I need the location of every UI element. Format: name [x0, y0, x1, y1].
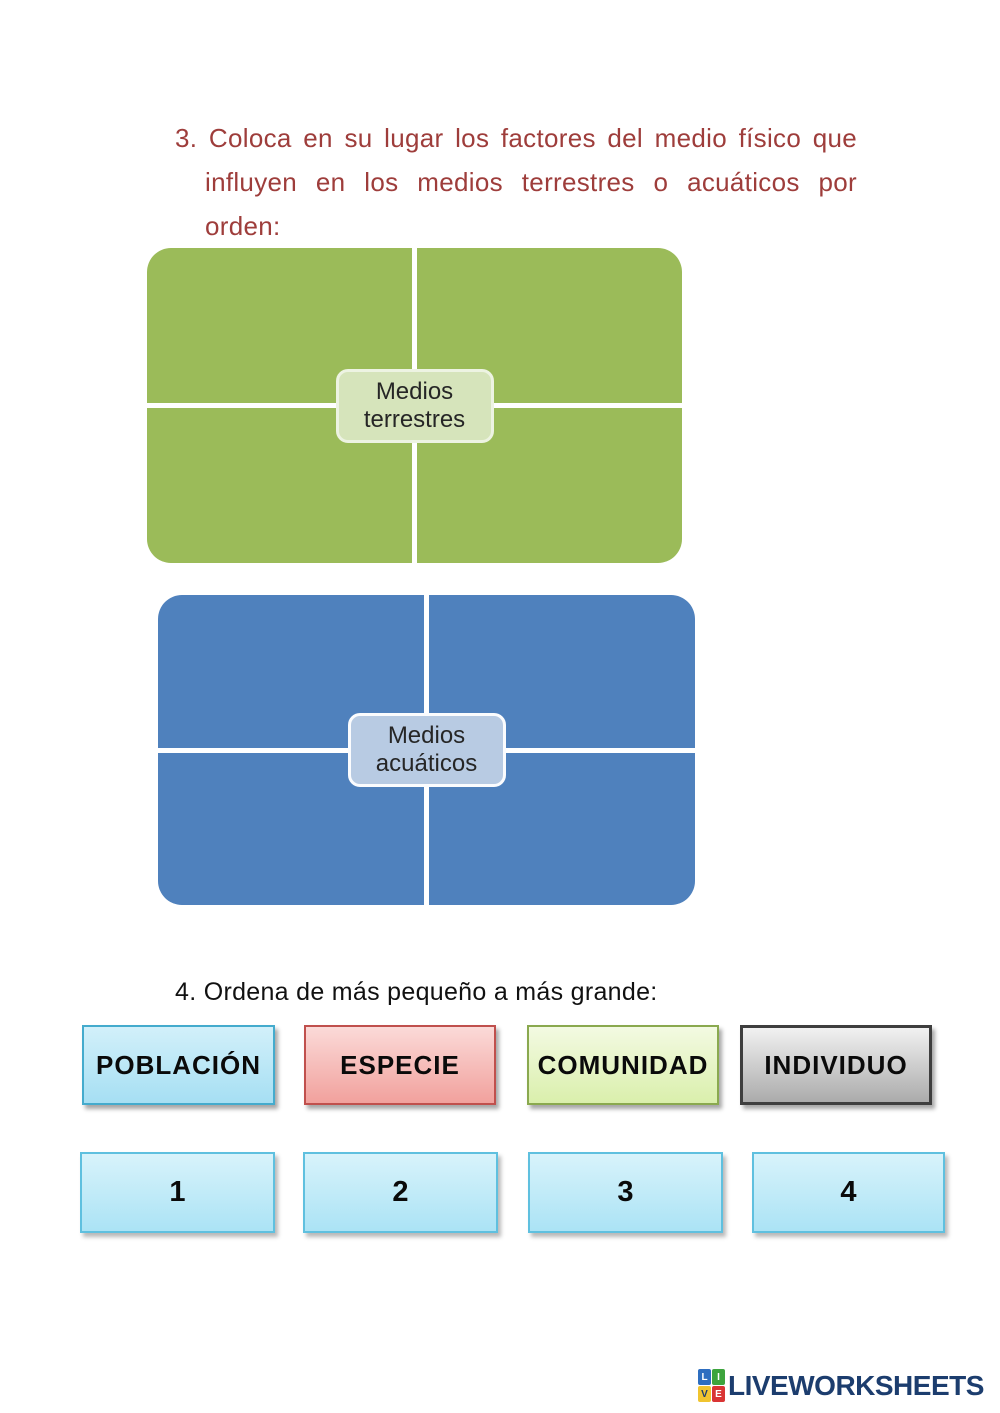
logo-letter-l: L	[698, 1369, 711, 1385]
liveworksheets-brand-text: LIVEWORKSHEETS	[728, 1369, 984, 1401]
medios-acuaticos-label-line-2: acuáticos	[375, 750, 478, 777]
medios-terrestres-panel: Medios terrestres	[147, 248, 682, 563]
number-box-1[interactable]: 1	[80, 1152, 275, 1233]
question-3-line-2: influyen en los medios terrestres o acuá…	[205, 167, 857, 197]
question-3-text: 3. Coloca en su lugar los factores del m…	[175, 116, 857, 248]
liveworksheets-logo-icon: L I V E	[698, 1369, 725, 1402]
medios-acuaticos-label: Medios acuáticos	[347, 713, 506, 787]
medios-terrestres-label-line-1: Medios	[375, 377, 454, 405]
word-box-comunidad[interactable]: COMUNIDAD	[527, 1025, 719, 1105]
liveworksheets-logo[interactable]: L I V E LIVEWORKSHEETS	[698, 1369, 984, 1402]
medios-acuaticos-panel: Medios acuáticos	[158, 595, 695, 905]
number-box-4[interactable]: 4	[752, 1152, 945, 1233]
word-box-especie[interactable]: ESPECIE	[304, 1025, 496, 1105]
number-box-3[interactable]: 3	[528, 1152, 723, 1233]
logo-letter-v: V	[698, 1386, 711, 1402]
question-3-line-1: 3. Coloca en su lugar los factores del m…	[175, 123, 857, 153]
word-box-poblacion[interactable]: POBLACIÓN	[82, 1025, 275, 1105]
number-box-2[interactable]: 2	[303, 1152, 498, 1233]
question-3-line-3: orden:	[205, 211, 281, 241]
logo-letter-e: E	[712, 1386, 725, 1402]
question-4-text: 4. Ordena de más pequeño a más grande:	[175, 978, 658, 1006]
medios-terrestres-label-line-2: terrestres	[363, 405, 466, 433]
medios-acuaticos-label-line-1: Medios	[387, 722, 466, 749]
logo-letter-i: I	[712, 1369, 725, 1385]
medios-terrestres-label: Medios terrestres	[335, 368, 494, 443]
word-box-individuo[interactable]: INDIVIDUO	[740, 1025, 932, 1105]
